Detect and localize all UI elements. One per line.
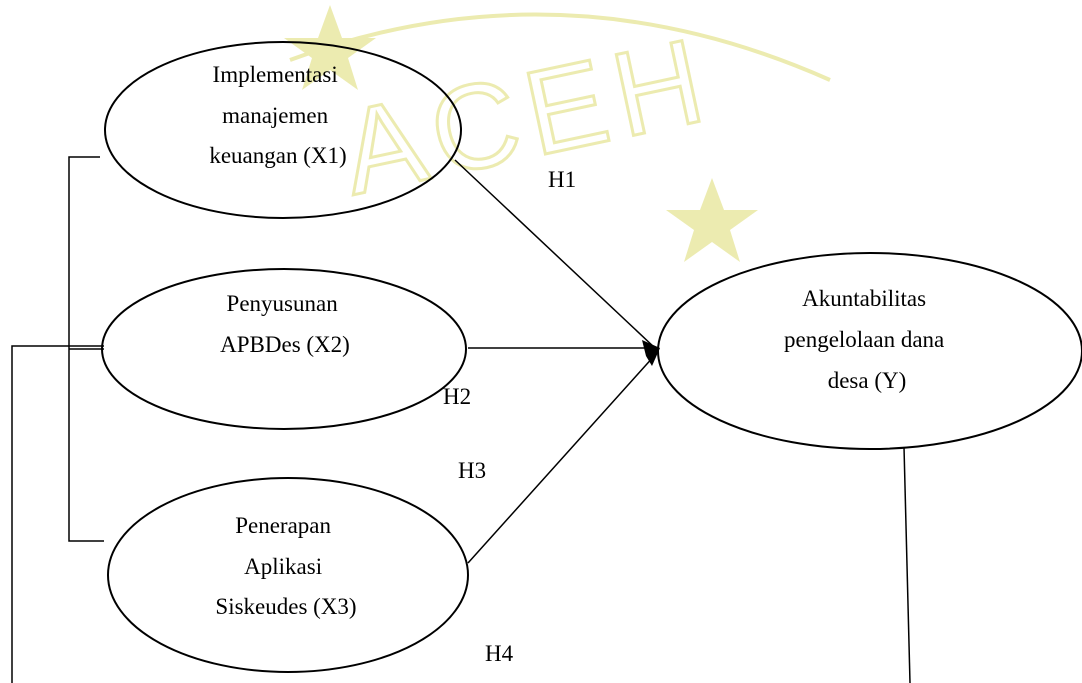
path-h4-left-line bbox=[11, 345, 104, 683]
watermark-arc bbox=[289, 12, 831, 82]
node-x1-label: Implementasi manajemen keuangan (X1) bbox=[209, 62, 346, 168]
path-h3-line bbox=[467, 354, 656, 564]
hypothesis-h3-label: H3 bbox=[458, 458, 486, 483]
hypothesis-h1-label: H1 bbox=[548, 167, 576, 192]
node-y-label: Akuntabilitas pengelolaan dana desa (Y) bbox=[784, 286, 950, 393]
watermark-star-right-icon bbox=[666, 178, 758, 262]
hypothesis-h2-label: H2 bbox=[443, 384, 471, 409]
node-x2-label: Penyusunan APBDes (X2) bbox=[220, 291, 350, 357]
watermark-text: ACEH bbox=[331, 12, 724, 221]
node-x1-ellipse bbox=[104, 41, 462, 219]
path-h4-right-line bbox=[903, 446, 911, 683]
path-h1-line bbox=[454, 159, 656, 349]
hypothesis-h4-label: H4 bbox=[485, 641, 514, 666]
arrowhead-icon bbox=[642, 340, 660, 366]
watermark: ACEH bbox=[284, 5, 831, 262]
node-x3-label: Penerapan Aplikasi Siskeudes (X3) bbox=[215, 513, 356, 619]
node-x3-ellipse bbox=[107, 477, 469, 673]
